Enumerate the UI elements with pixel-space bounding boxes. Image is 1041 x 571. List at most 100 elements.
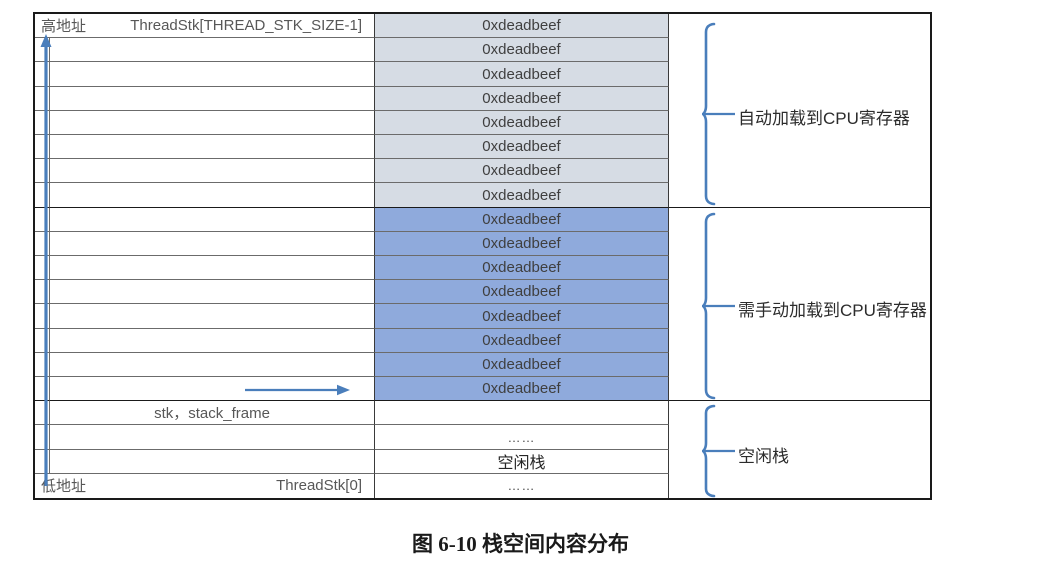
- arrow-gutter-cell: [35, 401, 50, 426]
- stack-layout-figure: 高地址 ThreadStk[THREAD_STK_SIZE-1] 0xdeadb…: [33, 12, 932, 500]
- stack-value-cell: 0xdeadbeef: [375, 352, 669, 378]
- table-row: 0xdeadbeef: [35, 62, 930, 87]
- row-label-cell: [50, 135, 375, 160]
- bracket-column-cell: [669, 401, 930, 425]
- stack-value-cell: 0xdeadbeef: [375, 256, 669, 281]
- stack-pointer-label-cell: stk，stack_frame: [50, 401, 375, 426]
- stack-value-cell: 0xdeadbeef: [375, 38, 669, 63]
- stack-value-cell: 0xdeadbeef: [375, 280, 669, 305]
- bracket-column-cell: [669, 232, 930, 256]
- arrow-gutter-cell: [35, 159, 50, 184]
- row-label-cell: [50, 304, 375, 329]
- row-label-cell: [50, 159, 375, 184]
- stack-value-cell: 0xdeadbeef: [375, 207, 669, 232]
- table-row: ……: [35, 425, 930, 450]
- stack-value-cell: ……: [375, 425, 669, 450]
- stack-value-cell: 0xdeadbeef: [375, 183, 669, 208]
- bracket-column-cell: [669, 14, 930, 38]
- stack-value-cell: 0xdeadbeef: [375, 135, 669, 160]
- figure-caption: 图 6-10 栈空间内容分布: [412, 532, 629, 556]
- bracket-column-cell: [669, 425, 930, 449]
- arrow-gutter-cell: [35, 352, 50, 378]
- bracket-column-cell: [669, 450, 930, 474]
- bracket-column-cell: [669, 256, 930, 280]
- row-label-cell: [50, 62, 375, 87]
- bracket-column-cell: [669, 159, 930, 183]
- arrow-gutter-cell: [35, 328, 50, 353]
- table-row: 0xdeadbeef: [35, 207, 930, 232]
- bracket-column-cell: [669, 208, 930, 232]
- stack-value-cell: 0xdeadbeef: [375, 62, 669, 87]
- arrow-gutter-cell: [35, 38, 50, 63]
- stack-value-cell: 0xdeadbeef: [375, 231, 669, 257]
- arrow-gutter-cell: [35, 425, 50, 450]
- stack-value-cell: 0xdeadbeef: [375, 377, 669, 402]
- table-row: 0xdeadbeef: [35, 352, 930, 378]
- row-label-cell: [50, 86, 375, 111]
- bracket-column-cell: [669, 377, 930, 402]
- table-row: 0xdeadbeef: [35, 135, 930, 160]
- row-label-cell: [50, 328, 375, 353]
- bracket-column-cell: [669, 62, 930, 86]
- arrow-gutter-cell: [35, 110, 50, 136]
- high-address-index: ThreadStk[THREAD_STK_SIZE-1]: [130, 17, 362, 35]
- arrow-gutter-cell: [35, 183, 50, 208]
- arrow-gutter-cell: [35, 62, 50, 87]
- row-label-cell: [50, 38, 375, 63]
- stack-value-cell: 0xdeadbeef: [375, 86, 669, 111]
- table-row: 低地址 ThreadStk[0] ……: [35, 473, 930, 499]
- bracket-column-cell: [669, 353, 930, 377]
- arrow-gutter-cell: [35, 256, 50, 281]
- brace-label-free-stack: 空闲栈: [738, 447, 789, 466]
- arrow-gutter-cell: [35, 86, 50, 111]
- row-label-cell: [50, 110, 375, 136]
- table-row: 0xdeadbeef: [35, 183, 930, 208]
- row-label-cell: [50, 231, 375, 257]
- table-row: 0xdeadbeef: [35, 110, 930, 136]
- bracket-column-cell: [669, 474, 930, 498]
- arrow-gutter-cell: [35, 135, 50, 160]
- table-row: 0xdeadbeef: [35, 159, 930, 184]
- row-label-cell: [50, 256, 375, 281]
- table-row: 0xdeadbeef: [35, 256, 930, 281]
- stack-value-cell: 0xdeadbeef: [375, 328, 669, 353]
- row-label-cell: [50, 425, 375, 450]
- bracket-column-cell: [669, 183, 930, 208]
- stack-value-cell: 0xdeadbeef: [375, 159, 669, 184]
- table-row: 0xdeadbeef: [35, 377, 930, 402]
- free-stack-value-cell: 空闲栈: [375, 449, 669, 474]
- table-row: 0xdeadbeef: [35, 231, 930, 257]
- arrow-gutter-cell: [35, 304, 50, 329]
- row-label-cell: [50, 449, 375, 474]
- low-address-index: ThreadStk[0]: [276, 477, 362, 495]
- table-row: 0xdeadbeef: [35, 328, 930, 353]
- brace-label-auto-load: 自动加载到CPU寄存器: [738, 109, 910, 128]
- arrow-gutter-cell: [35, 207, 50, 232]
- high-address-label: 高地址: [41, 18, 87, 36]
- arrow-gutter-cell: [35, 449, 50, 474]
- table-row: 空闲栈: [35, 449, 930, 474]
- bracket-column-cell: [669, 329, 930, 353]
- table-row: 高地址 ThreadStk[THREAD_STK_SIZE-1] 0xdeadb…: [35, 14, 930, 39]
- stack-value-cell: 0xdeadbeef: [375, 304, 669, 329]
- low-address-label: 低地址: [41, 478, 87, 496]
- stack-value-cell: ……: [375, 473, 669, 499]
- stack-row-grid: 高地址 ThreadStk[THREAD_STK_SIZE-1] 0xdeadb…: [35, 14, 930, 499]
- table-row: 0xdeadbeef: [35, 86, 930, 111]
- row-label-cell: [50, 183, 375, 208]
- brace-label-manual-load: 需手动加载到CPU寄存器: [738, 301, 927, 320]
- arrow-gutter-cell: [35, 280, 50, 305]
- arrow-gutter-cell: [35, 231, 50, 257]
- row-label-cell: [50, 377, 375, 402]
- row-label-cell: [50, 280, 375, 305]
- stack-value-cell: 0xdeadbeef: [375, 14, 669, 39]
- bracket-column-cell: [669, 38, 930, 62]
- table-row: 0xdeadbeef: [35, 304, 930, 329]
- row-label-cell: [50, 207, 375, 232]
- row-label-low-address: 低地址 ThreadStk[0]: [35, 473, 375, 499]
- row-label-cell: [50, 352, 375, 378]
- stack-value-cell: [375, 401, 669, 426]
- stack-value-cell: 0xdeadbeef: [375, 110, 669, 136]
- table-row: 0xdeadbeef: [35, 38, 930, 63]
- table-row: stk，stack_frame: [35, 401, 930, 426]
